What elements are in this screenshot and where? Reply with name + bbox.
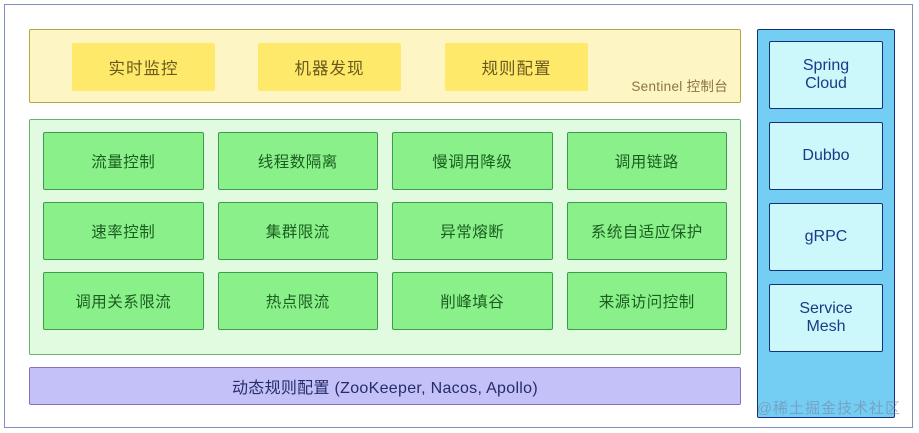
adapter-label-line2: Mesh (806, 318, 846, 335)
feature-box-cluster-flow-control[interactable]: 集群限流 (217, 202, 378, 260)
console-button-rule-configuration[interactable]: 规则配置 (445, 43, 588, 91)
diagram-frame: 实时监控 机器发现 规则配置 Sentinel 控制台 流量控制 线程数隔离 慢… (4, 4, 913, 428)
feature-box-rate-control[interactable]: 速率控制 (43, 202, 204, 260)
feature-box-slow-call-degrade[interactable]: 慢调用降级 (392, 132, 553, 190)
feature-box-origin-access-control[interactable]: 来源访问控制 (566, 272, 727, 330)
adapter-box-grpc[interactable]: gRPC (769, 203, 883, 271)
adapter-label-line1: gRPC (804, 227, 848, 245)
adapter-label-line1: Spring (802, 56, 850, 74)
feature-row: 速率控制 集群限流 异常熔断 系统自适应保护 (43, 202, 727, 260)
feature-box-flow-control[interactable]: 流量控制 (43, 132, 204, 190)
adapter-label-line1: Service (799, 299, 853, 317)
sentinel-core-column: 实时监控 机器发现 规则配置 Sentinel 控制台 流量控制 线程数隔离 慢… (29, 29, 741, 405)
adapter-panel: Spring Cloud Dubbo gRPC Service Mesh (757, 29, 895, 418)
adapter-label-line2: Cloud (805, 75, 847, 92)
feature-box-hotspot-flow-control[interactable]: 热点限流 (217, 272, 378, 330)
feature-box-call-chain[interactable]: 调用链路 (566, 132, 727, 190)
adapter-box-spring-cloud[interactable]: Spring Cloud (769, 41, 883, 109)
feature-box-peak-shaving[interactable]: 削峰填谷 (392, 272, 553, 330)
console-button-realtime-monitoring[interactable]: 实时监控 (72, 43, 215, 91)
sentinel-console-label: Sentinel 控制台 (631, 79, 728, 94)
adapter-box-service-mesh[interactable]: Service Mesh (769, 284, 883, 352)
sentinel-console-panel: 实时监控 机器发现 规则配置 Sentinel 控制台 (29, 29, 741, 103)
feature-box-thread-isolation[interactable]: 线程数隔离 (217, 132, 378, 190)
feature-row: 调用关系限流 热点限流 削峰填谷 来源访问控制 (43, 272, 727, 330)
feature-box-system-adaptive-protection[interactable]: 系统自适应保护 (566, 202, 727, 260)
dynamic-rule-datasource-bar: 动态规则配置 (ZooKeeper, Nacos, Apollo) (29, 367, 741, 405)
feature-row: 流量控制 线程数隔离 慢调用降级 调用链路 (43, 132, 727, 190)
feature-box-exception-circuit-break[interactable]: 异常熔断 (392, 202, 553, 260)
adapter-box-dubbo[interactable]: Dubbo (769, 122, 883, 190)
feature-box-relation-flow-control[interactable]: 调用关系限流 (43, 272, 204, 330)
sentinel-features-panel: 流量控制 线程数隔离 慢调用降级 调用链路 速率控制 集群限流 异常熔断 系统自… (29, 119, 741, 355)
console-button-machine-discovery[interactable]: 机器发现 (258, 43, 401, 91)
adapter-label-line1: Dubbo (802, 146, 850, 164)
